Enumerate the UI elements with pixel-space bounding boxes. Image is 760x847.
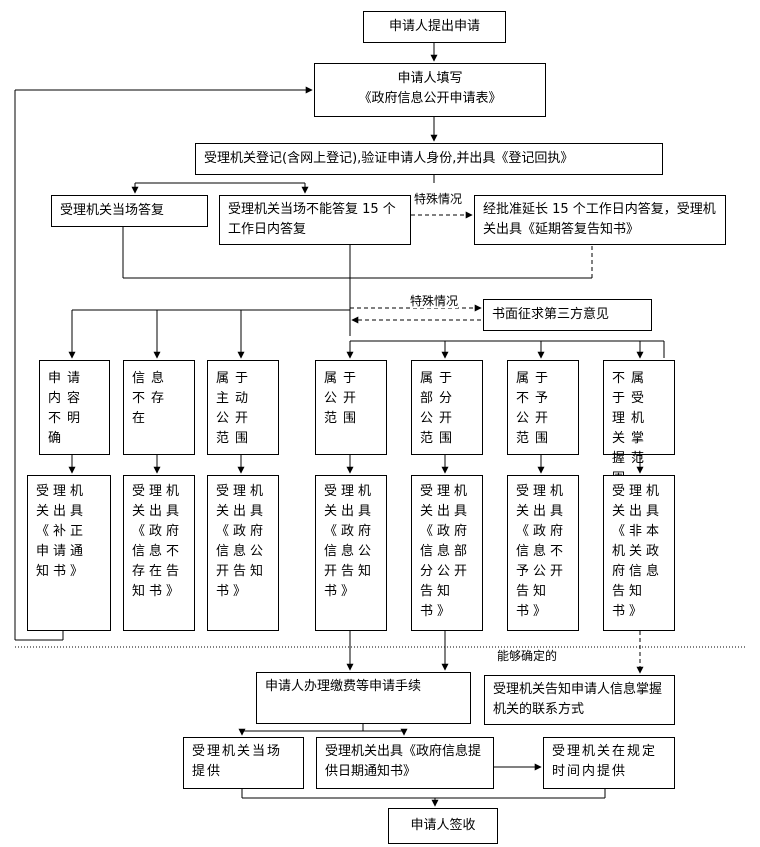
notice-partial-public: 受理机关出具《政府信息部分公开告知书》 [411, 475, 483, 631]
category-not-exist: 信息不存在 [123, 360, 195, 455]
sign-label: 申请人签收 [410, 818, 476, 833]
third-party-box: 书面征求第三方意见 [483, 299, 652, 331]
fill-form-box: 申请人填写 《政府信息公开申请表》 [314, 63, 546, 117]
notice-not-in-jurisdiction: 受理机关出具《非本机关政府信息告知书》 [603, 475, 675, 631]
notice-partial-public-label: 受理机关出具《政府信息部分公开告知书》 [420, 484, 472, 619]
reply-now-box: 受理机关当场答复 [51, 195, 208, 227]
category-active-disclosure-label: 属于主动公开范围 [216, 371, 255, 446]
category-unclear: 申请内容不明确 [39, 360, 110, 455]
category-not-exist-label: 信息不存在 [132, 371, 171, 426]
provide-now-label: 受理机关当场提供 [192, 744, 283, 779]
notice-not-in-jurisdiction-label: 受理机关出具《非本机关政府信息告知书》 [612, 484, 664, 619]
sign-box: 申请人签收 [388, 808, 498, 844]
category-unclear-label: 申请内容不明确 [48, 371, 87, 446]
category-partial-public-label: 属于部分公开范围 [420, 371, 459, 446]
notice-not-exist-label: 受理机关出具《政府信息不存在告知书》 [132, 484, 184, 599]
provide-later-label: 受理机关在规定时间内提供 [552, 744, 658, 779]
reply-now-label: 受理机关当场答复 [60, 203, 165, 218]
register-box: 受理机关登记(含网上登记),验证申请人身份,并出具《登记回执》 [195, 143, 663, 175]
notice-not-public: 受理机关出具《政府信息不予公开告知书》 [507, 475, 579, 631]
notice-not-exist: 受理机关出具《政府信息不存在告知书》 [123, 475, 195, 631]
date-notice-label: 受理机关出具《政府信息提供日期通知书》 [325, 744, 482, 779]
inform-contact-box: 受理机关告知申请人信息掌握机关的联系方式 [484, 675, 675, 725]
provide-later-box: 受理机关在规定时间内提供 [543, 737, 675, 789]
special-case-label-2: 特殊情况 [410, 294, 459, 308]
inform-contact-label: 受理机关告知申请人信息掌握机关的联系方式 [493, 682, 663, 717]
extend-label: 经批准延长 15 个工作日内答复，受理机关出具《延期答复告知书》 [483, 202, 716, 237]
pay-fees-label: 申请人办理缴费等申请手续 [265, 679, 422, 694]
fill-form-line-1: 申请人填写 [397, 71, 463, 86]
can-determine-label: 能够确定的 [497, 649, 558, 663]
category-active-disclosure: 属于主动公开范围 [207, 360, 279, 455]
register-label: 受理机关登记(含网上登记),验证申请人身份,并出具《登记回执》 [204, 151, 574, 166]
third-party-label: 书面征求第三方意见 [492, 307, 610, 322]
start-label: 申请人提出申请 [388, 19, 480, 34]
notice-public-label: 受理机关出具《政府信息公开告知书》 [324, 484, 376, 599]
category-not-in-jurisdiction: 不属于受理机关掌握范围 [603, 360, 675, 486]
category-not-public-label: 属于不予公开范围 [516, 371, 555, 446]
extend-box: 经批准延长 15 个工作日内答复，受理机关出具《延期答复告知书》 [474, 195, 726, 245]
provide-now-box: 受理机关当场提供 [183, 737, 304, 789]
notice-public: 受理机关出具《政府信息公开告知书》 [315, 475, 387, 631]
category-partial-public: 属于部分公开范围 [411, 360, 483, 455]
notice-not-public-label: 受理机关出具《政府信息不予公开告知书》 [516, 484, 568, 619]
reply-15-label: 受理机关当场不能答复 15 个工作日内答复 [228, 202, 396, 237]
notice-correction: 受理机关出具《补正申请通知书》 [27, 475, 111, 631]
notice-active-public-label: 受理机关出具《政府信息公开告知书》 [216, 484, 268, 599]
category-public-label: 属于公开范围 [324, 371, 363, 426]
notice-active-public: 受理机关出具《政府信息公开告知书》 [207, 475, 279, 631]
notice-correction-label: 受理机关出具《补正申请通知书》 [36, 484, 88, 579]
date-notice-box: 受理机关出具《政府信息提供日期通知书》 [316, 737, 494, 789]
category-not-public: 属于不予公开范围 [507, 360, 579, 455]
special-case-label-1: 特殊情况 [414, 192, 463, 206]
reply-15-box: 受理机关当场不能答复 15 个工作日内答复 [219, 195, 411, 245]
category-public: 属于公开范围 [315, 360, 387, 455]
category-not-in-jurisdiction-label: 不属于受理机关掌握范围 [612, 371, 651, 486]
pay-fees-box: 申请人办理缴费等申请手续 [256, 672, 471, 724]
fill-form-line-2: 《政府信息公开申请表》 [358, 91, 502, 106]
start-box: 申请人提出申请 [363, 11, 506, 43]
